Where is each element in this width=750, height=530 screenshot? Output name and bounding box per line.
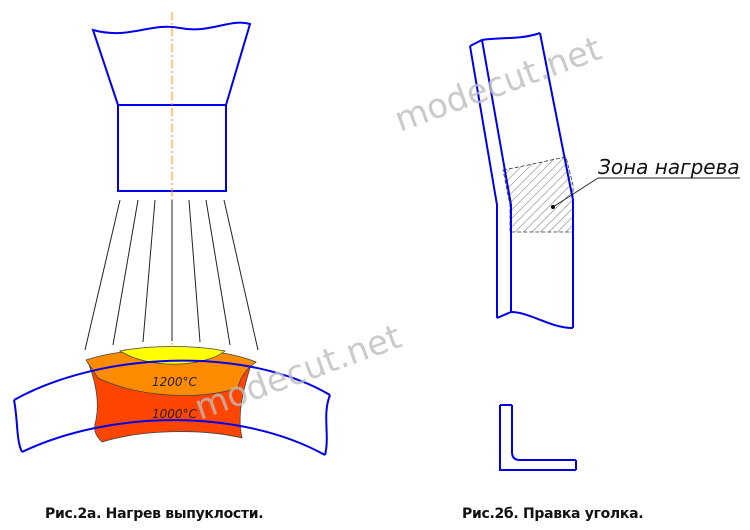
temp-low-label: 1000°C [152,407,198,421]
flame-rays [84,199,259,351]
angle-profile [469,32,574,329]
figure-a-caption: Рис.2а. Нагрев выпуклости. [45,506,264,522]
zone-label: Зона нагрева [598,155,740,179]
temp-high-label: 1200°C [152,375,198,389]
leader-dot [551,205,555,209]
workpiece-arc [13,359,331,456]
watermark: modecut.net [389,29,606,141]
angle-section [499,404,577,471]
heating-zone-hatch [502,156,574,233]
figure-b-caption: Рис.2б. Правка уголка. [462,506,644,522]
leader-line [552,177,599,208]
